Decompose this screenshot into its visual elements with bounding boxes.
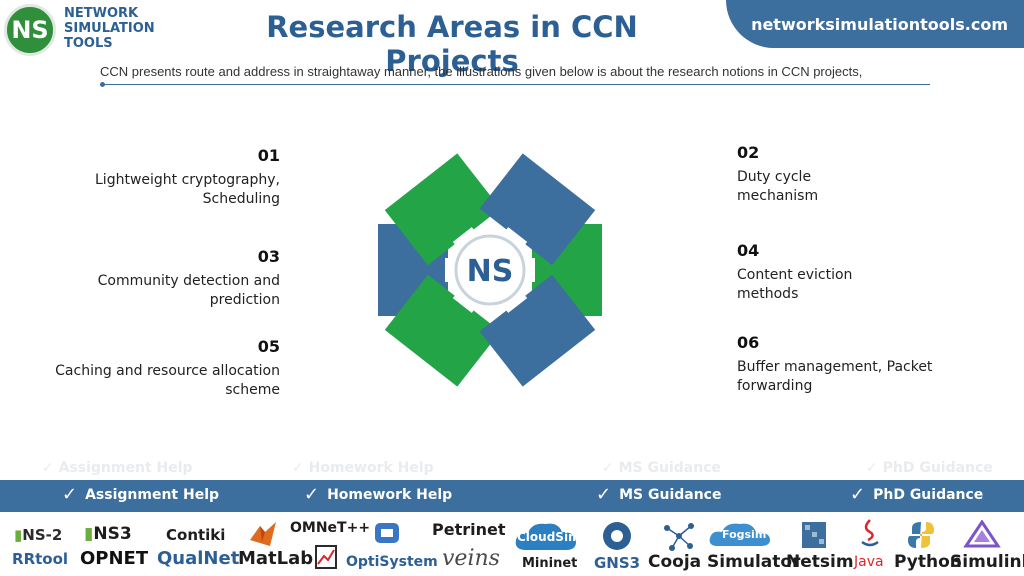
tool-veins: veins [442, 546, 500, 571]
tool-contiki: Contiki [166, 526, 226, 544]
gns3-icon [600, 520, 634, 552]
intro-bullet [100, 82, 105, 87]
check-icon: ✓ [62, 484, 78, 505]
tool-simulink: Simulink [950, 552, 1024, 572]
item-number: 06 [737, 333, 760, 352]
cloudsim-icon [512, 518, 582, 554]
tool-netsim: Netsim [786, 552, 854, 572]
tool-qualnet: QualNet [157, 548, 240, 569]
tool-java: Java [854, 554, 884, 570]
intro-divider [100, 84, 930, 85]
item-number: 03 [257, 247, 280, 266]
fogsim-icon [708, 520, 772, 550]
tool-cloudsim: CloudSim [517, 530, 581, 544]
check-icon: ✓ [596, 484, 612, 505]
arrow-diagram: NS [378, 153, 602, 387]
check-icon: ✓ [304, 484, 320, 505]
service-phd-guidance[interactable]: ✓ PhD Guidance [850, 484, 984, 505]
service-homework-help[interactable]: ✓ Homework Help [304, 484, 453, 505]
services-bar: ✓ Assignment Help ✓ Homework Help ✓ MS G… [0, 480, 1024, 512]
ghost-ms: ✓ MS Guidance [602, 460, 721, 476]
java-icon [858, 518, 882, 550]
matlab-icon [248, 520, 278, 548]
tools-strip: ▮NS-2 ▮NS3 Contiki OMNeT++ Petrinet Clou… [0, 516, 1024, 576]
tool-fogsim: Fogsim [722, 528, 767, 541]
chart-icon [314, 544, 338, 570]
check-icon: ✓ [850, 484, 866, 505]
tool-matlab: MatLab [238, 548, 314, 569]
item-number: 04 [737, 241, 760, 260]
tool-cooja: Cooja Simulator [648, 552, 801, 572]
python-icon [906, 520, 936, 550]
tool-omnet: OMNeT++ [290, 520, 371, 536]
intro-text: CCN presents route and address in straig… [100, 64, 863, 79]
research-item-01: 01 Lightweight cryptography,Scheduling [20, 146, 280, 209]
center-badge [454, 234, 526, 306]
item-number: 05 [257, 337, 280, 356]
optisystem-icon [372, 520, 402, 546]
site-url[interactable]: networksimulationtools.com [726, 0, 1024, 48]
tool-python: Python [894, 552, 962, 572]
netsim-icon [800, 520, 828, 550]
cooja-icon [662, 520, 696, 552]
tool-ns3: ▮NS3 [84, 524, 132, 544]
item-text: Lightweight cryptography,Scheduling [95, 172, 280, 207]
logo: NS NETWORK SIMULATION TOOLS [4, 2, 184, 58]
center-mark: NS [467, 254, 514, 289]
service-ms-guidance[interactable]: ✓ MS Guidance [596, 484, 722, 505]
tool-optisystem: OptiSystem [346, 554, 438, 570]
tool-mininet: Mininet [522, 556, 578, 571]
tool-gns3: GNS3 [594, 554, 641, 572]
tool-rtool: RRtool [12, 550, 69, 568]
ghost-assignment: ✓ Assignment Help [42, 460, 193, 476]
page-title: Research Areas in CCN Projects [266, 10, 638, 78]
ghost-services: ✓ Assignment Help ✓ Homework Help ✓ MS G… [0, 460, 1024, 480]
item-number: 01 [257, 146, 280, 165]
item-number: 02 [737, 143, 760, 162]
simulink-icon [962, 519, 1002, 550]
logo-mark: NS [4, 4, 56, 56]
tool-opnet: OPNET [80, 548, 149, 569]
tool-ns2: ▮NS-2 [14, 526, 63, 544]
ghost-homework: ✓ Homework Help [292, 460, 434, 476]
ghost-phd: ✓ PhD Guidance [866, 460, 993, 476]
tool-petrinet: Petrinet [432, 520, 506, 539]
logo-text: NETWORK SIMULATION TOOLS [64, 6, 155, 51]
service-assignment-help[interactable]: ✓ Assignment Help [62, 484, 220, 505]
